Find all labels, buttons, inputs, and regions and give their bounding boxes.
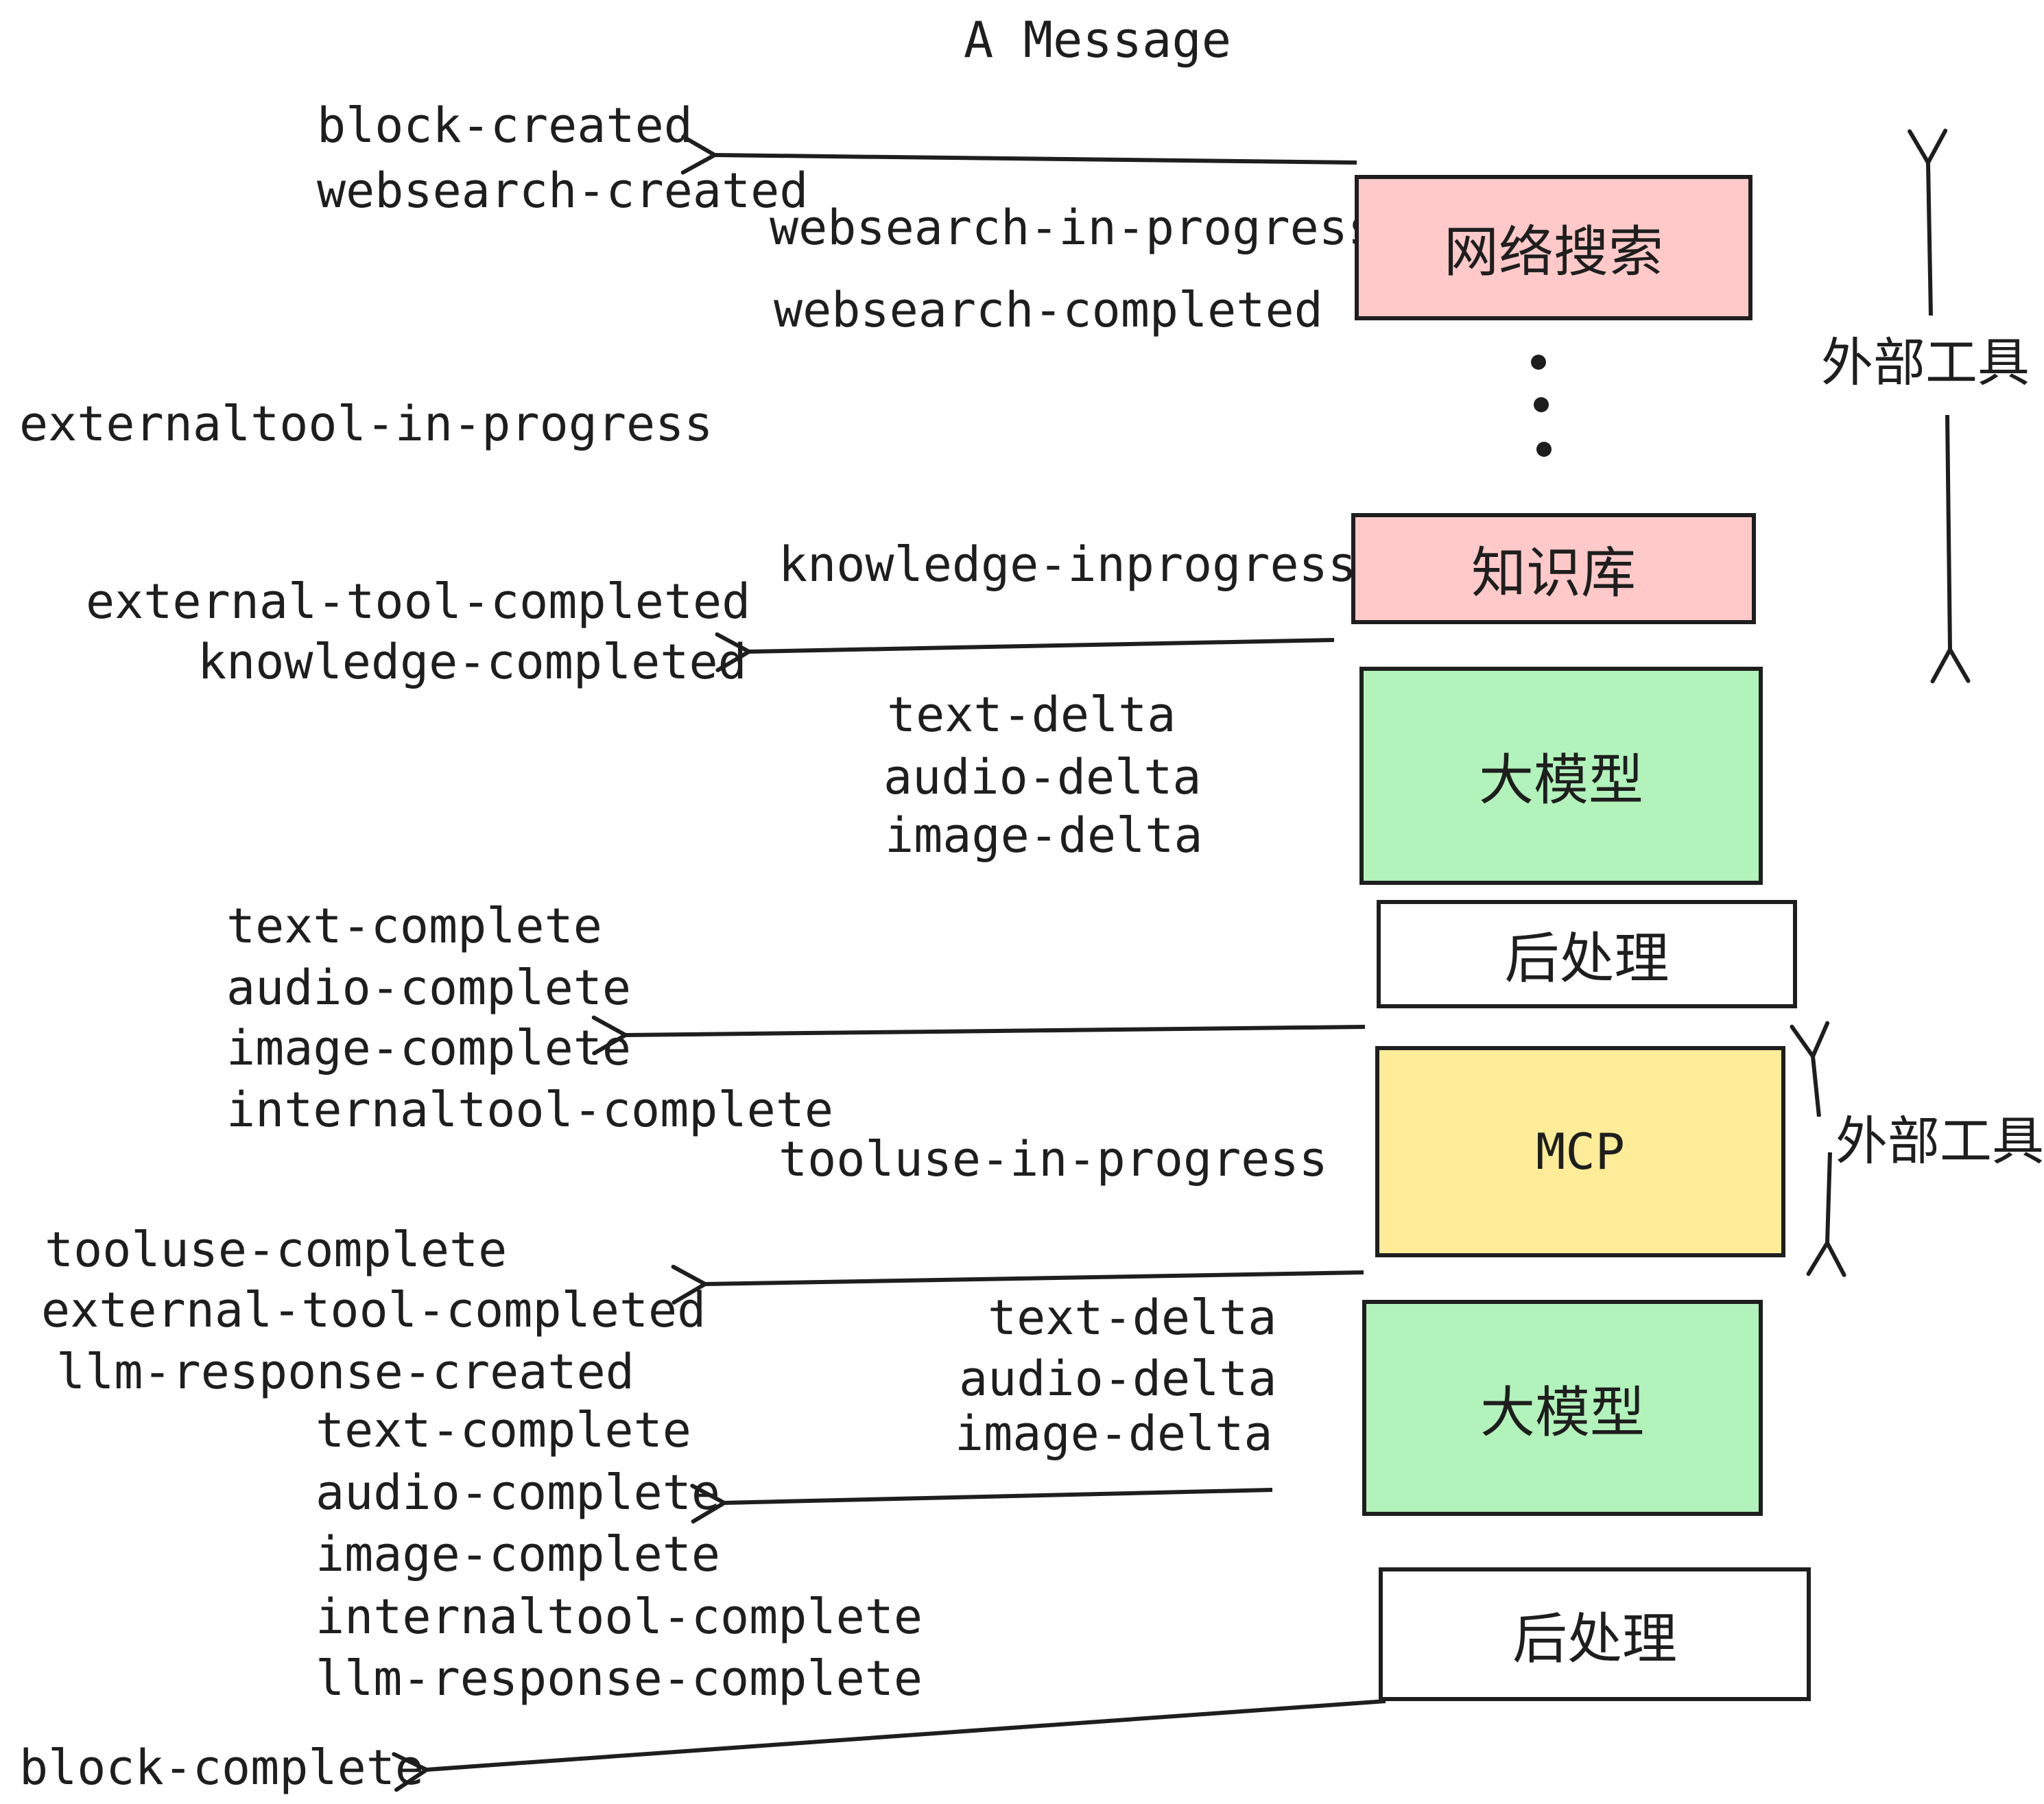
box-mcp-label: MCP xyxy=(1535,1123,1626,1180)
diagram-title: A Message xyxy=(963,11,1232,69)
external-tools-down-arrow-2 xyxy=(1827,1152,1830,1243)
box-post-process-2: 后处理 xyxy=(1379,1567,1811,1701)
external-tools-up-arrow-2 xyxy=(1813,1056,1819,1117)
event-audio-delta-2: audio-delta xyxy=(959,1351,1277,1407)
arrow-to-block-created xyxy=(715,155,1357,163)
event-image-delta-1: image-delta xyxy=(885,807,1203,864)
event-audio-complete-1: audio-complete xyxy=(226,960,632,1016)
event-audio-delta-1: audio-delta xyxy=(883,749,1202,805)
box-post-process-1-label: 后处理 xyxy=(1504,928,1669,989)
event-websearch-completed: websearch-completed xyxy=(774,282,1323,338)
box-mcp: MCP xyxy=(1375,1046,1785,1257)
box-llm-2: 大模型 xyxy=(1362,1300,1763,1516)
event-audio-complete-2: audio-complete xyxy=(316,1464,721,1521)
box-post-process-1: 后处理 xyxy=(1377,900,1797,1008)
event-image-complete-2: image-complete xyxy=(316,1526,721,1582)
arrow-to-block-complete xyxy=(427,1699,1386,1770)
box-websearch: 网络搜索 xyxy=(1355,175,1752,320)
event-text-complete-2: text-complete xyxy=(316,1402,691,1458)
arrow-to-image-complete xyxy=(626,1027,1366,1035)
box-llm-1: 大模型 xyxy=(1359,667,1763,885)
event-tooluse-complete: tooluse-complete xyxy=(45,1222,508,1278)
event-block-created: block-created xyxy=(317,97,693,154)
event-image-complete-1: image-complete xyxy=(226,1020,632,1076)
box-knowledge-label: 知识库 xyxy=(1471,543,1636,604)
side-label-external-tools-2: 外部工具 xyxy=(1835,1113,2044,1171)
arrow-to-tooluse-complete xyxy=(705,1272,1364,1284)
box-websearch-label: 网络搜索 xyxy=(1444,222,1663,283)
arrow-to-audio-complete xyxy=(724,1490,1273,1503)
box-post-process-2-label: 后处理 xyxy=(1512,1608,1677,1670)
external-tools-up-arrow-1 xyxy=(1928,163,1931,316)
event-websearch-in-progress: websearch-in-progress xyxy=(770,200,1377,256)
box-knowledge: 知识库 xyxy=(1351,513,1756,624)
event-knowledge-inprogress: knowledge-inprogress xyxy=(779,536,1357,593)
event-text-delta-1: text-delta xyxy=(887,687,1176,743)
event-text-complete-1: text-complete xyxy=(226,898,602,954)
event-external-tool-completed: external-tool-completed xyxy=(86,573,751,630)
side-label-external-tools-1: 外部工具 xyxy=(1821,334,2030,392)
event-text-delta-2: text-delta xyxy=(988,1290,1277,1346)
box-llm-1-label: 大模型 xyxy=(1479,750,1643,811)
event-tooluse-in-progress: tooluse-in-progress xyxy=(779,1131,1328,1187)
box-llm-2-label: 大模型 xyxy=(1480,1381,1645,1443)
event-image-delta-2: image-delta xyxy=(955,1405,1273,1462)
event-externaltool-in-progress: externaltool-in-progress xyxy=(19,396,713,452)
event-internaltool-complete-2: internaltool-complete xyxy=(316,1589,923,1645)
arrow-to-knowledge-completed xyxy=(749,640,1335,652)
event-knowledge-completed: knowledge-completed xyxy=(198,634,747,690)
event-llm-response-created: llm-response-created xyxy=(56,1344,634,1400)
event-llm-response-complete: llm-response-complete xyxy=(316,1650,923,1707)
event-external-tool-completed-2: external-tool-completed xyxy=(41,1282,706,1338)
event-block-complete: block-complete xyxy=(19,1740,425,1796)
ellipsis-dots xyxy=(1531,355,1552,457)
event-internaltool-complete-1: internaltool-complete xyxy=(226,1082,834,1138)
event-websearch-created: websearch-created xyxy=(317,163,809,219)
external-tools-down-arrow-1 xyxy=(1947,414,1950,650)
